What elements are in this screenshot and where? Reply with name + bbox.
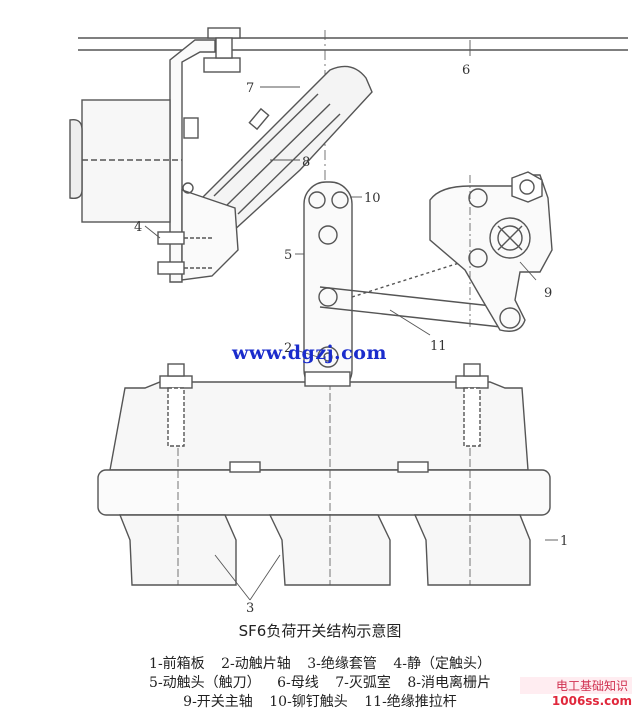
legend-item: 1-前箱板 bbox=[149, 656, 205, 672]
label-1: 1 bbox=[560, 534, 568, 549]
top-bolt bbox=[203, 27, 241, 73]
figure-caption: SF6负荷开关结构示意图 bbox=[238, 622, 402, 640]
arc-chute bbox=[199, 65, 373, 233]
label-2: 2 bbox=[284, 341, 292, 356]
legend-item: 8-消电离栅片 bbox=[407, 675, 491, 691]
bushing-bolts bbox=[159, 363, 489, 473]
legend-item: 11-绝缘推拉杆 bbox=[364, 694, 457, 710]
legend-line-3: 9-开关主轴 10-铆钉触头 11-绝缘推拉杆 bbox=[0, 691, 640, 711]
legend-item: 3-绝缘套管 bbox=[307, 656, 377, 672]
legend-line-2: 5-动触头（触刀） 6-母线 7-灭弧室 8-消电离栅片 bbox=[0, 672, 640, 692]
sf6-switch-diagram: 6 7 8 10 4 5 9 11 2 1 3 bbox=[69, 27, 628, 615]
label-10: 10 bbox=[364, 191, 381, 206]
legend-item: 10-铆钉触头 bbox=[269, 694, 348, 710]
legend-item: 6-母线 bbox=[277, 675, 319, 691]
legend-item: 7-灭弧室 bbox=[335, 675, 391, 691]
push-rod bbox=[319, 249, 511, 329]
label-7: 7 bbox=[246, 81, 254, 96]
label-9: 9 bbox=[544, 286, 552, 301]
label-3: 3 bbox=[246, 601, 254, 615]
legend-line-1: 1-前箱板 2-动触片轴 3-绝缘套管 4-静（定触头） bbox=[0, 653, 640, 673]
main-shaft-crank bbox=[429, 171, 553, 332]
busbar bbox=[78, 37, 628, 51]
label-4: 4 bbox=[134, 220, 142, 235]
stationary-contact bbox=[157, 117, 239, 281]
legend-item: 4-静（定触头） bbox=[393, 656, 491, 672]
legend-item: 5-动触头（触刀） bbox=[149, 675, 261, 691]
front-box-plate bbox=[69, 39, 216, 283]
label-5: 5 bbox=[284, 248, 292, 263]
legend-item: 9-开关主轴 bbox=[183, 694, 253, 710]
corner-badge-title: 电工基础知识 bbox=[520, 677, 632, 694]
corner-badge-url: 1006ss.com bbox=[551, 694, 632, 708]
corner-badge[interactable]: 电工基础知识 1006ss.com bbox=[520, 677, 632, 711]
insulator-bushings bbox=[97, 381, 551, 586]
label-8: 8 bbox=[302, 155, 310, 170]
label-11: 11 bbox=[430, 339, 447, 354]
watermark: www.dgzj.com bbox=[232, 342, 387, 364]
legend-item: 2-动触片轴 bbox=[221, 656, 291, 672]
label-6: 6 bbox=[462, 63, 470, 78]
